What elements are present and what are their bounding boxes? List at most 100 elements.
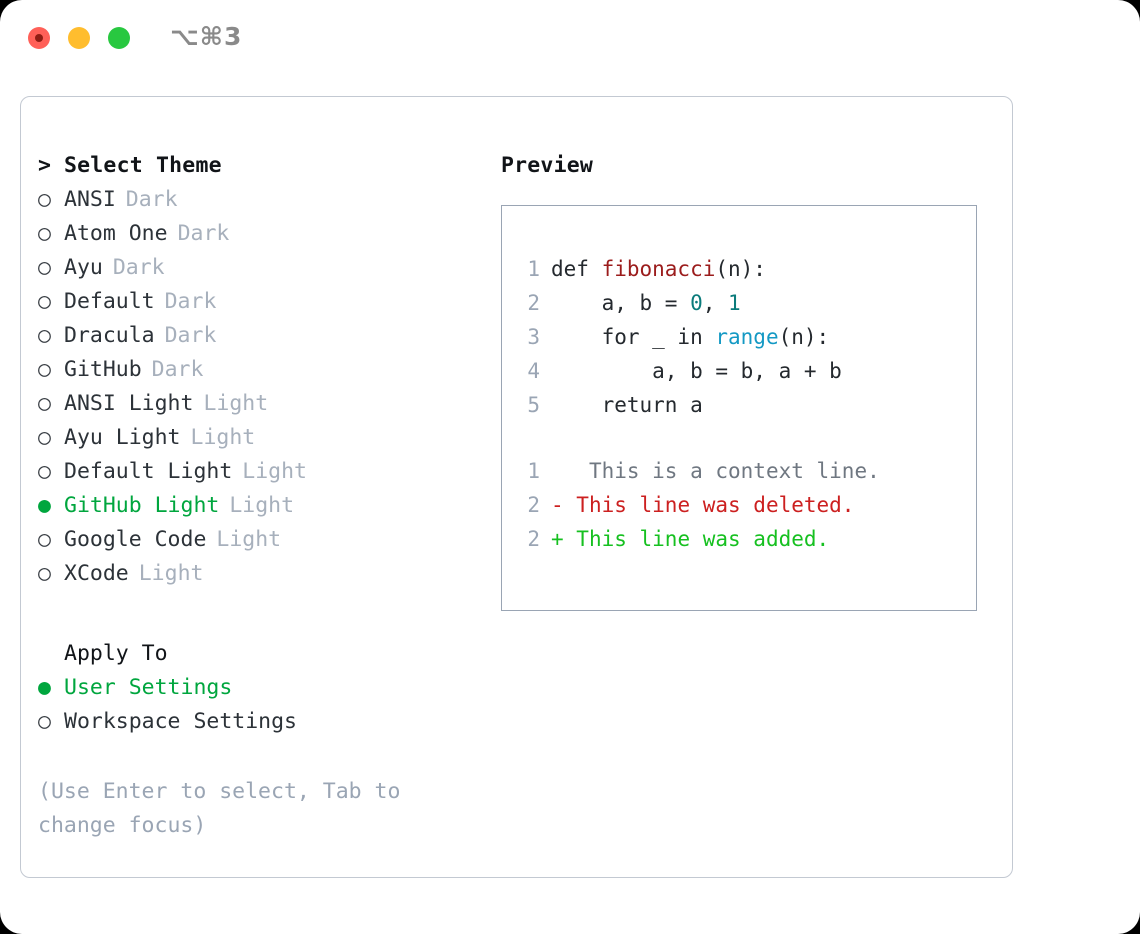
keyboard-hint-text: (Use Enter to select, Tab to change focu… bbox=[38, 779, 401, 838]
theme-list-item[interactable]: ○ Ayu Light Light bbox=[38, 421, 488, 455]
radio-unselected-icon: ○ bbox=[38, 289, 51, 314]
code-token: fibonacci bbox=[601, 257, 716, 281]
code-token: def bbox=[551, 257, 602, 281]
code-line: 3 for _ in range(n): bbox=[516, 320, 976, 354]
keyboard-shortcut-label: ⌥⌘3 bbox=[170, 22, 243, 51]
theme-list-item[interactable]: ○ Default Dark bbox=[38, 285, 488, 319]
radio-unselected-icon: ○ bbox=[38, 221, 51, 246]
code-line: 5 return a bbox=[516, 388, 976, 422]
theme-list-item[interactable]: ○ Google Code Light bbox=[38, 523, 488, 557]
theme-list-item[interactable]: ○ GitHub Dark bbox=[38, 353, 488, 387]
theme-name-label: XCode bbox=[64, 561, 129, 586]
radio-unselected-icon: ○ bbox=[38, 391, 51, 416]
theme-variant-label: Light bbox=[216, 527, 282, 552]
preview-title: Preview bbox=[501, 153, 594, 178]
apply-to-option[interactable]: ● User Settings bbox=[38, 671, 488, 705]
theme-name-label: ANSI Light bbox=[64, 391, 194, 416]
theme-name-label: Default Light bbox=[64, 459, 233, 484]
code-token: (n): bbox=[778, 325, 830, 349]
diff-spacer bbox=[516, 422, 976, 454]
diff-marker bbox=[551, 459, 564, 483]
theme-name-label: ANSI bbox=[64, 187, 116, 212]
diff-line: 1 This is a context line. bbox=[516, 454, 976, 488]
theme-variant-label: Dark bbox=[164, 289, 217, 314]
diff-text: This is a context line. bbox=[563, 459, 880, 483]
line-number: 3 bbox=[527, 325, 540, 349]
theme-variant-label: Dark bbox=[151, 357, 204, 382]
line-number: 5 bbox=[527, 393, 540, 417]
code-line: 4 a, b = b, a + b bbox=[516, 354, 976, 388]
theme-variant-label: Dark bbox=[164, 323, 217, 348]
radio-unselected-icon: ○ bbox=[38, 425, 51, 450]
diff-line: 2- This line was deleted. bbox=[516, 488, 976, 522]
code-token: , bbox=[702, 291, 729, 315]
theme-variant-label: Light bbox=[242, 459, 308, 484]
theme-list-item[interactable]: ○ ANSI Dark bbox=[38, 183, 488, 217]
code-token: a, b = b, a + b bbox=[551, 359, 842, 383]
theme-variant-label: Light bbox=[203, 391, 269, 416]
maximize-window-icon[interactable] bbox=[108, 27, 130, 49]
apply-to-option[interactable]: ○ Workspace Settings bbox=[38, 705, 488, 739]
line-number: 2 bbox=[527, 493, 540, 517]
apply-to-heading-label: Apply To bbox=[64, 641, 168, 666]
traffic-lights bbox=[28, 27, 130, 49]
theme-variant-label: Dark bbox=[125, 187, 178, 212]
close-window-icon[interactable] bbox=[28, 27, 50, 49]
theme-name-label: Default bbox=[64, 289, 155, 314]
diff-marker: - bbox=[551, 493, 564, 517]
theme-variant-label: Light bbox=[190, 425, 256, 450]
theme-list-item[interactable]: ○ ANSI Light Light bbox=[38, 387, 488, 421]
caret-icon: > bbox=[38, 153, 51, 178]
apply-to-option-label: Workspace Settings bbox=[64, 709, 297, 734]
theme-picker-heading-label: Select Theme bbox=[64, 153, 222, 178]
line-number: 1 bbox=[527, 459, 540, 483]
radio-unselected-icon: ○ bbox=[38, 561, 51, 586]
line-number: 2 bbox=[527, 527, 540, 551]
diff-marker: + bbox=[551, 527, 564, 551]
apply-to-option-label: User Settings bbox=[64, 675, 233, 700]
radio-unselected-icon: ○ bbox=[38, 709, 51, 734]
code-token: return a bbox=[551, 393, 703, 417]
theme-list-item[interactable]: ○ Default Light Light bbox=[38, 455, 488, 489]
radio-unselected-icon: ○ bbox=[38, 255, 51, 280]
code-token: 1 bbox=[728, 291, 741, 315]
diff-text: This line was added. bbox=[563, 527, 830, 551]
line-number: 2 bbox=[527, 291, 540, 315]
radio-unselected-icon: ○ bbox=[38, 357, 51, 382]
theme-picker-heading: > Select Theme bbox=[38, 149, 488, 183]
theme-list-item[interactable]: ○ Dracula Dark bbox=[38, 319, 488, 353]
theme-name-label: Atom One bbox=[64, 221, 168, 246]
title-bar: ⌥⌘3 bbox=[0, 0, 1140, 78]
radio-unselected-icon: ○ bbox=[38, 527, 51, 552]
radio-selected-icon: ● bbox=[38, 675, 51, 700]
theme-variant-label: Light bbox=[229, 493, 295, 518]
theme-variant-label: Dark bbox=[112, 255, 165, 280]
code-token: range bbox=[715, 325, 779, 349]
theme-name-label: Dracula bbox=[64, 323, 155, 348]
theme-name-label: GitHub bbox=[64, 357, 142, 382]
code-token: (n): bbox=[715, 257, 766, 281]
diff-line: 2 + This line was added. bbox=[516, 522, 976, 556]
diff-text: This line was deleted. bbox=[563, 493, 855, 517]
minimize-window-icon[interactable] bbox=[68, 27, 90, 49]
diff-sample: 1 This is a context line.2- This line wa… bbox=[516, 454, 976, 556]
radio-unselected-icon: ○ bbox=[38, 323, 51, 348]
theme-name-label: Google Code bbox=[64, 527, 207, 552]
theme-list-item[interactable]: ○ Ayu Dark bbox=[38, 251, 488, 285]
radio-unselected-icon: ○ bbox=[38, 459, 51, 484]
section-spacer bbox=[38, 591, 488, 637]
radio-unselected-icon: ○ bbox=[38, 187, 51, 212]
theme-name-label: Ayu Light bbox=[64, 425, 181, 450]
theme-name-label: Ayu bbox=[64, 255, 103, 280]
